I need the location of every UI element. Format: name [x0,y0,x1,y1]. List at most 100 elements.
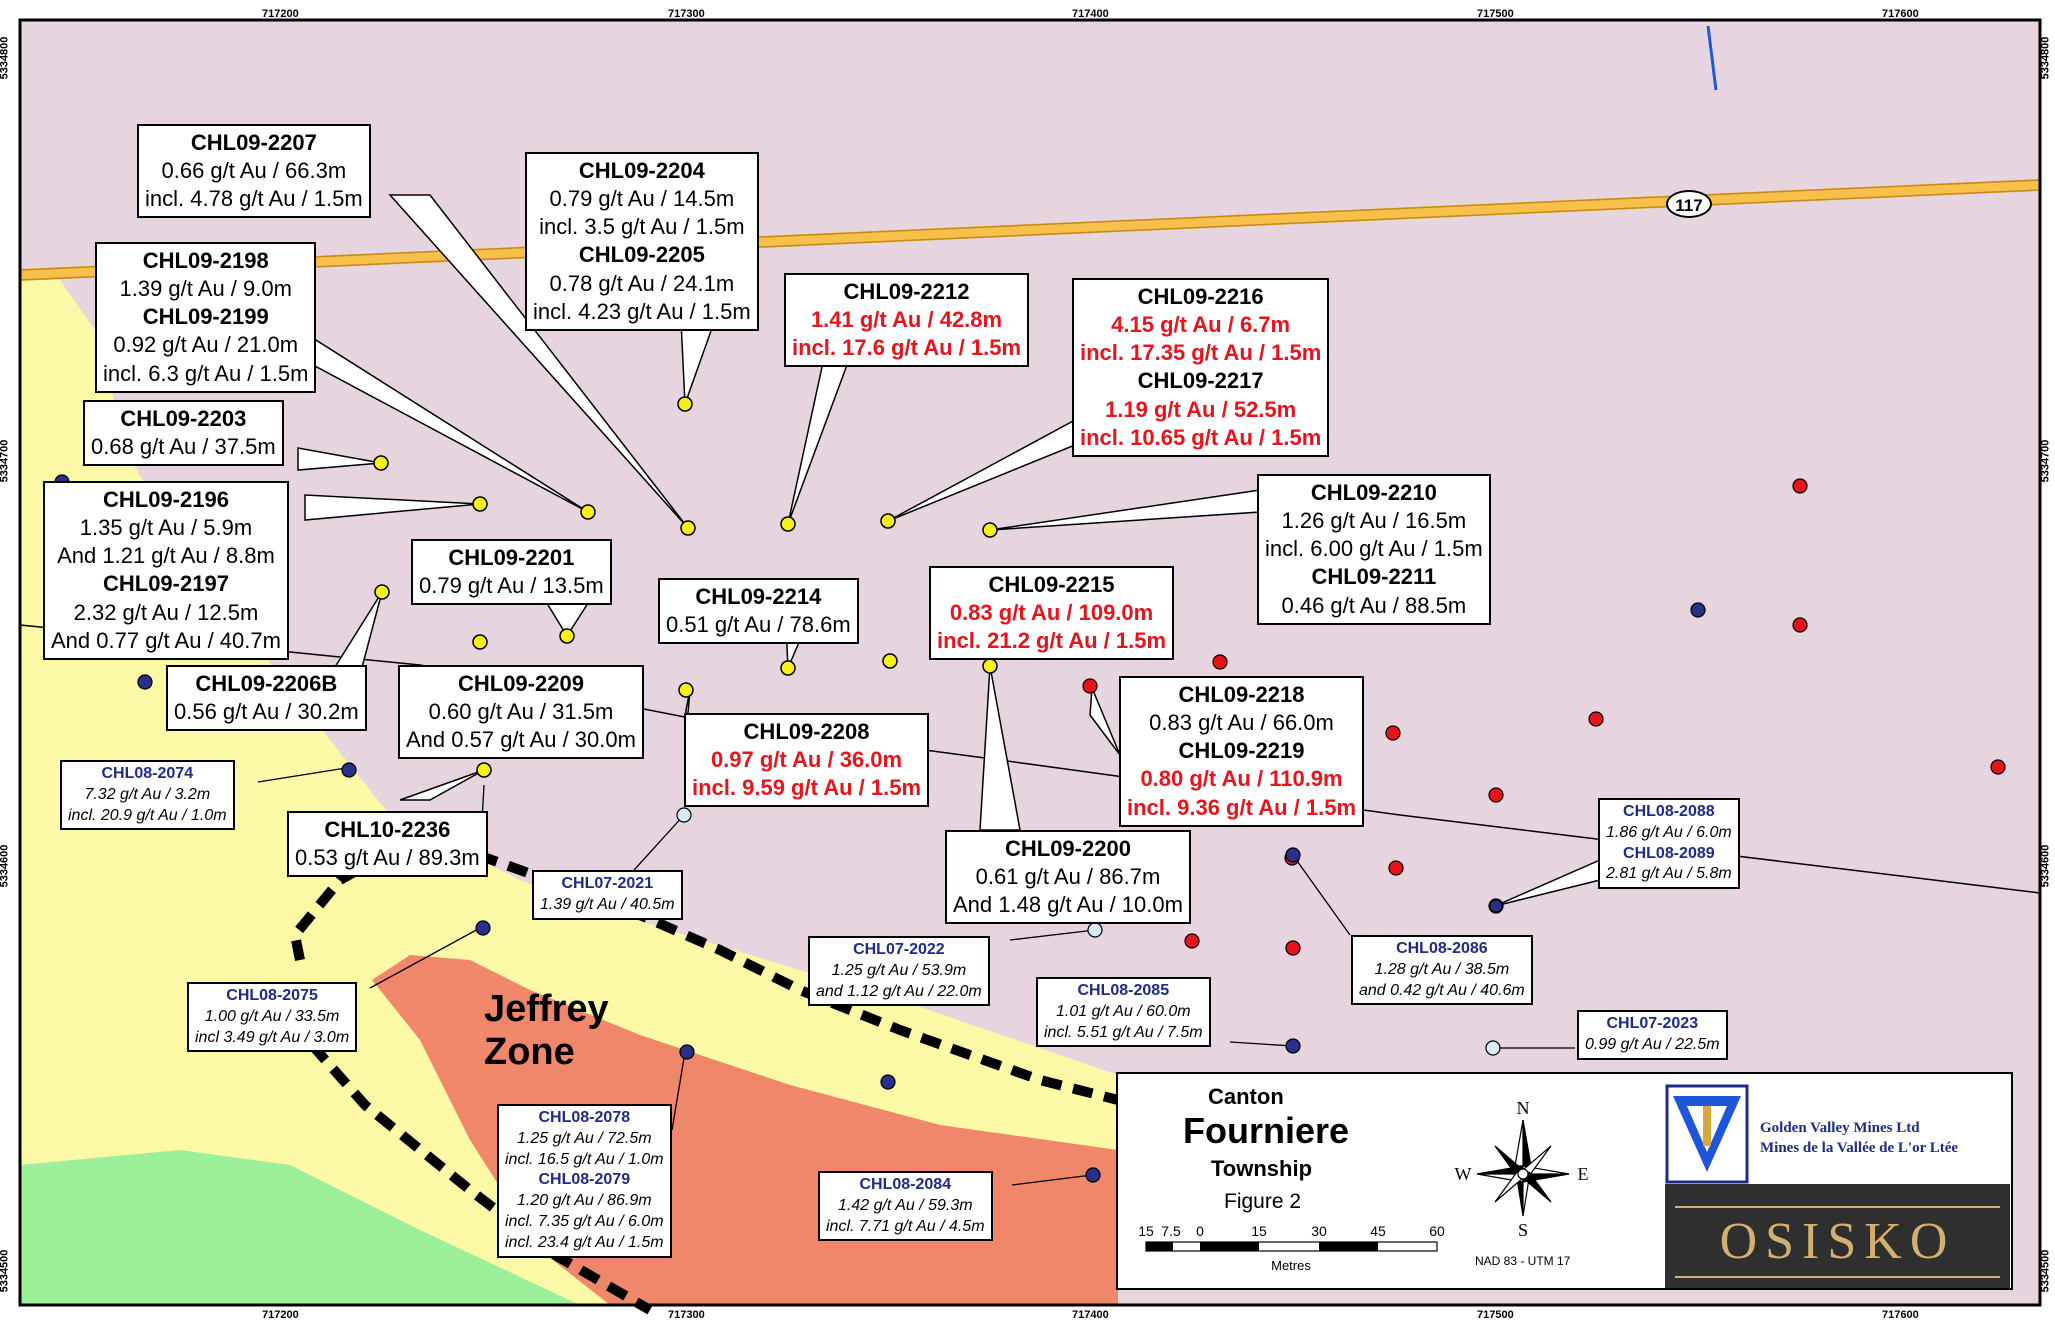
golden-valley-logo-icon [1665,1084,1749,1184]
drillhole-id: CHL10-2236 [324,817,451,842]
x-tick-bottom-1: 717200 [262,1309,299,1321]
assay-result: 0.61 g/t Au / 86.7m [975,864,1161,890]
assay-result: 0.83 g/t Au / 66.0m [1149,710,1334,736]
drillhole-id: CHL08-2089 [1623,844,1715,862]
assay-result: 1.28 g/t Au / 38.5m [1374,960,1510,978]
green-unit [20,1150,580,1305]
assay-result: 1.19 g/t Au / 52.5m [1105,396,1297,422]
y-tick-right-2: 5334700 [2039,439,2052,483]
y-tick-right-1: 5334800 [2039,36,2052,80]
assay-result: 0.46 g/t Au / 88.5m [1281,592,1467,618]
assay-result: 7.32 g/t Au / 3.2m [84,785,211,803]
assay-result: 0.56 g/t Au / 30.2m [174,699,359,725]
assay-result: incl 3.49 g/t Au / 3.0m [195,1028,350,1046]
drillhole-id: CHL08-2086 [1396,940,1488,957]
assay-result: incl. 16.5 g/t Au / 1.0m [505,1150,664,1168]
legend-title-fourniere: Fourniere [1183,1110,1350,1151]
y-tick-right-3: 5334600 [2039,844,2052,888]
assay-result: 2.32 g/t Au / 12.5m [73,599,259,625]
assay-result: incl. 4.23 g/t Au / 1.5m [533,298,751,324]
drillhole-id: CHL09-2209 [457,671,584,696]
assay-result: incl. 17.35 g/t Au / 1.5m [1080,340,1322,366]
drillhole-id: CHL09-2199 [142,304,269,330]
assay-result: 4.15 g/t Au / 6.7m [1111,312,1291,338]
assay-result: incl. 9.59 g/t Au / 1.5m [692,775,922,801]
assay-result: 0.66 g/t Au / 66.3m [161,158,347,184]
x-tick-bottom-3: 717400 [1072,1309,1109,1321]
osisko-logo: OSISKO [1665,1184,2010,1288]
assay-result: And 1.21 g/t Au / 8.8m [57,543,275,569]
assay-result: incl. 21.2 g/t Au / 1.5m [937,628,1167,654]
assay-result: 1.42 g/t Au / 59.3m [838,1196,973,1214]
osisko-logo-text: OSISKO [1719,1213,1956,1270]
golden-valley-logo: Golden Valley Mines Ltd Mines de la Vall… [1665,1084,2010,1184]
drillhole-id: CHL09-2207 [190,130,317,155]
x-tick-bottom-2: 717300 [668,1309,705,1321]
drillhole-id: CHL09-2197 [102,571,229,597]
drillhole-id: CHL07-2022 [853,941,945,958]
assay-result: 1.01 g/t Au / 60.0m [1056,1002,1191,1020]
y-tick-left-4: 5334500 [0,1249,11,1293]
legend-title-township: Township [1211,1156,1313,1181]
drillhole-id: CHL09-2201 [448,545,575,570]
drillhole-id: CHL09-2204 [578,158,705,183]
company-name-fr: Mines de la Vallée de L'or Ltée [1760,1140,1959,1156]
legend-box: Canton Fourniere Township Figure 2 15 7.… [1116,1072,2013,1290]
assay-result: 1.39 g/t Au / 9.0m [119,276,292,302]
drillhole-id: CHL09-2218 [1178,682,1305,707]
assay-result: 1.26 g/t Au / 16.5m [1281,508,1467,534]
scale-bar: 15 7.5 0 15 30 45 60 Metres [1138,1223,1445,1273]
drillhole-id: CHL09-2215 [988,572,1115,597]
assay-result: 0.79 g/t Au / 13.5m [419,573,604,599]
assay-result: 0.83 g/t Au / 109.0m [949,600,1154,626]
legend-figure-number: Figure 2 [1224,1190,1302,1213]
drillhole-id: CHL09-2208 [743,719,870,744]
x-tick-top-3: 717400 [1072,8,1109,20]
y-tick-left-1: 5334800 [0,36,11,80]
drillhole-id: CHL08-2074 [101,765,194,782]
assay-result: 0.92 g/t Au / 21.0m [113,332,299,358]
y-tick-left-2: 5334700 [0,439,11,483]
drillhole-id: CHL09-2211 [1311,564,1437,590]
legend-title-canton: Canton [1208,1084,1284,1109]
assay-result: 1.86 g/t Au / 6.0m [1606,823,1732,841]
drillhole-id: CHL09-2214 [695,584,822,609]
svg-text:7.5: 7.5 [1161,1223,1181,1239]
assay-result: incl. 20.9 g/t Au / 1.0m [68,806,227,824]
x-tick-top-2: 717300 [668,8,705,20]
company-name-en: Golden Valley Mines Ltd [1760,1120,1920,1136]
x-tick-top-5: 717600 [1882,8,1919,20]
drillhole-id: CHL09-2198 [142,248,269,273]
callout-chl08-2074: CHL08-2074 7.32 g/t Au / 3.2m incl. 20.9 g… [60,760,235,831]
svg-text:E: E [1578,1164,1589,1184]
drillhole-id: CHL09-2212 [843,279,970,304]
svg-text:45: 45 [1370,1223,1386,1239]
assay-result: 0.78 g/t Au / 24.1m [549,270,735,296]
drillhole-id: CHL09-2203 [120,406,247,431]
drillhole-id: CHL09-2205 [578,242,705,268]
drillhole-id: CHL09-2200 [1004,836,1131,861]
assay-result: 0.99 g/t Au / 22.5m [1585,1035,1720,1053]
drillhole-id: CHL09-2196 [102,487,229,512]
assay-result: 1.39 g/t Au / 40.5m [540,895,675,913]
assay-result: and 1.12 g/t Au / 22.0m [816,982,982,1000]
y-tick-left-3: 5334600 [0,844,11,888]
assay-result: incl. 23.4 g/t Au / 1.5m [505,1233,664,1251]
drillhole-id: CHL08-2078 [538,1109,631,1126]
assay-result: incl. 7.71 g/t Au / 4.5m [826,1217,985,1235]
